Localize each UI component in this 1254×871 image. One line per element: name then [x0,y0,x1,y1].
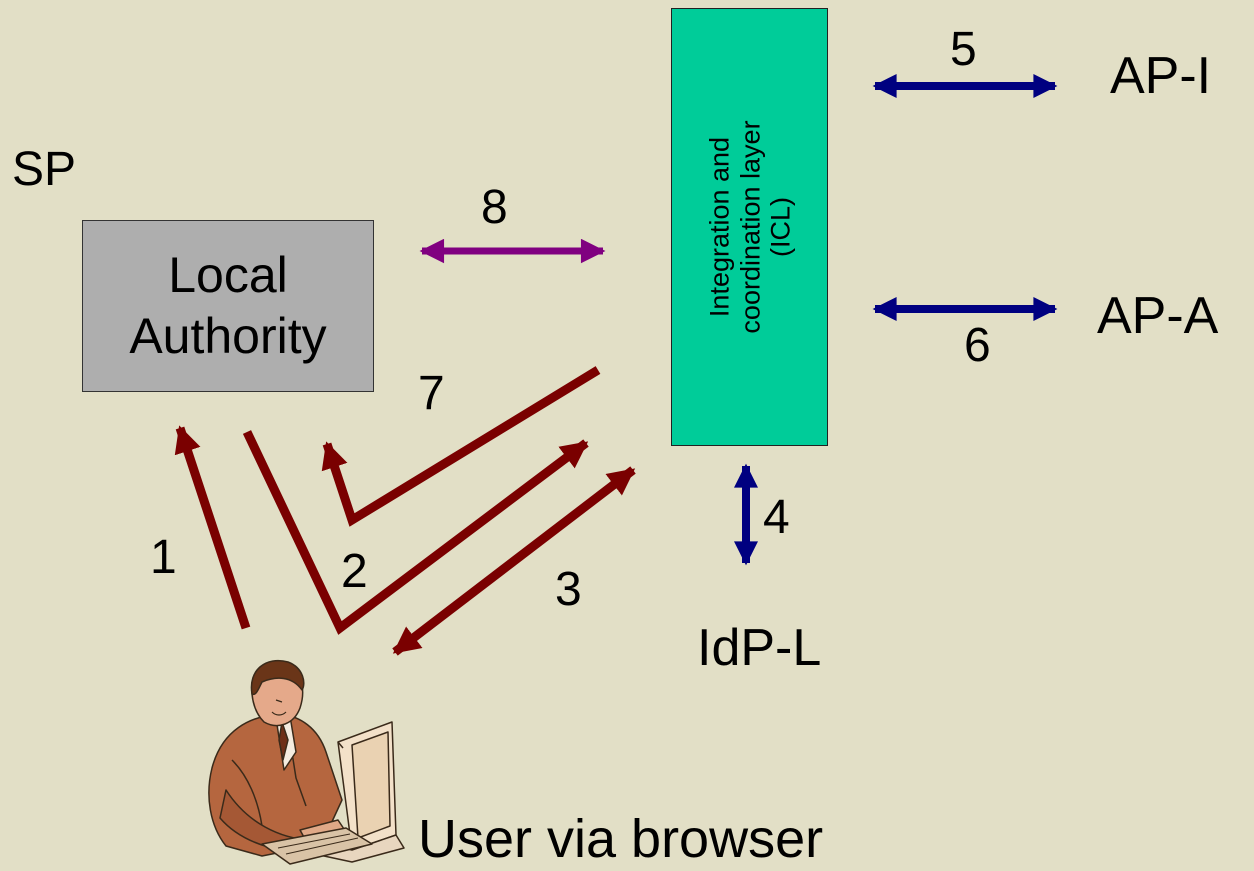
idp-l-label: IdP-L [697,619,822,677]
user-label: User via browser [418,809,824,869]
icl-line-1: Integration and [703,136,734,318]
icl-line-3: (ICL) [764,197,795,258]
arrow-step-1 [174,425,251,630]
ap-a-label: AP-A [1097,287,1219,345]
icl-label: Integration and coordination layer (ICL) [704,120,796,333]
step-1-label: 1 [150,531,177,584]
step-4-label: 4 [763,491,790,544]
local-authority-box: Local Authority [82,220,374,392]
arrow-step-7 [321,366,601,527]
arrow-step-2 [242,430,589,635]
step-3-label: 3 [555,563,582,616]
local-authority-line-1: Local [168,247,288,303]
step-6-label: 6 [964,319,991,372]
sp-label: SP [12,143,77,196]
step-2-label: 2 [341,545,368,598]
ap-i-label: AP-I [1110,47,1212,105]
arrow-step-3 [392,466,636,656]
step-7-label: 7 [418,367,445,420]
local-authority-line-2: Authority [129,308,327,364]
icl-line-2: coordination layer [734,120,765,334]
icl-box: Integration and coordination layer (ICL) [671,8,828,446]
user-at-computer-icon [208,659,405,865]
step-8-label: 8 [481,181,508,234]
step-5-label: 5 [950,23,977,76]
